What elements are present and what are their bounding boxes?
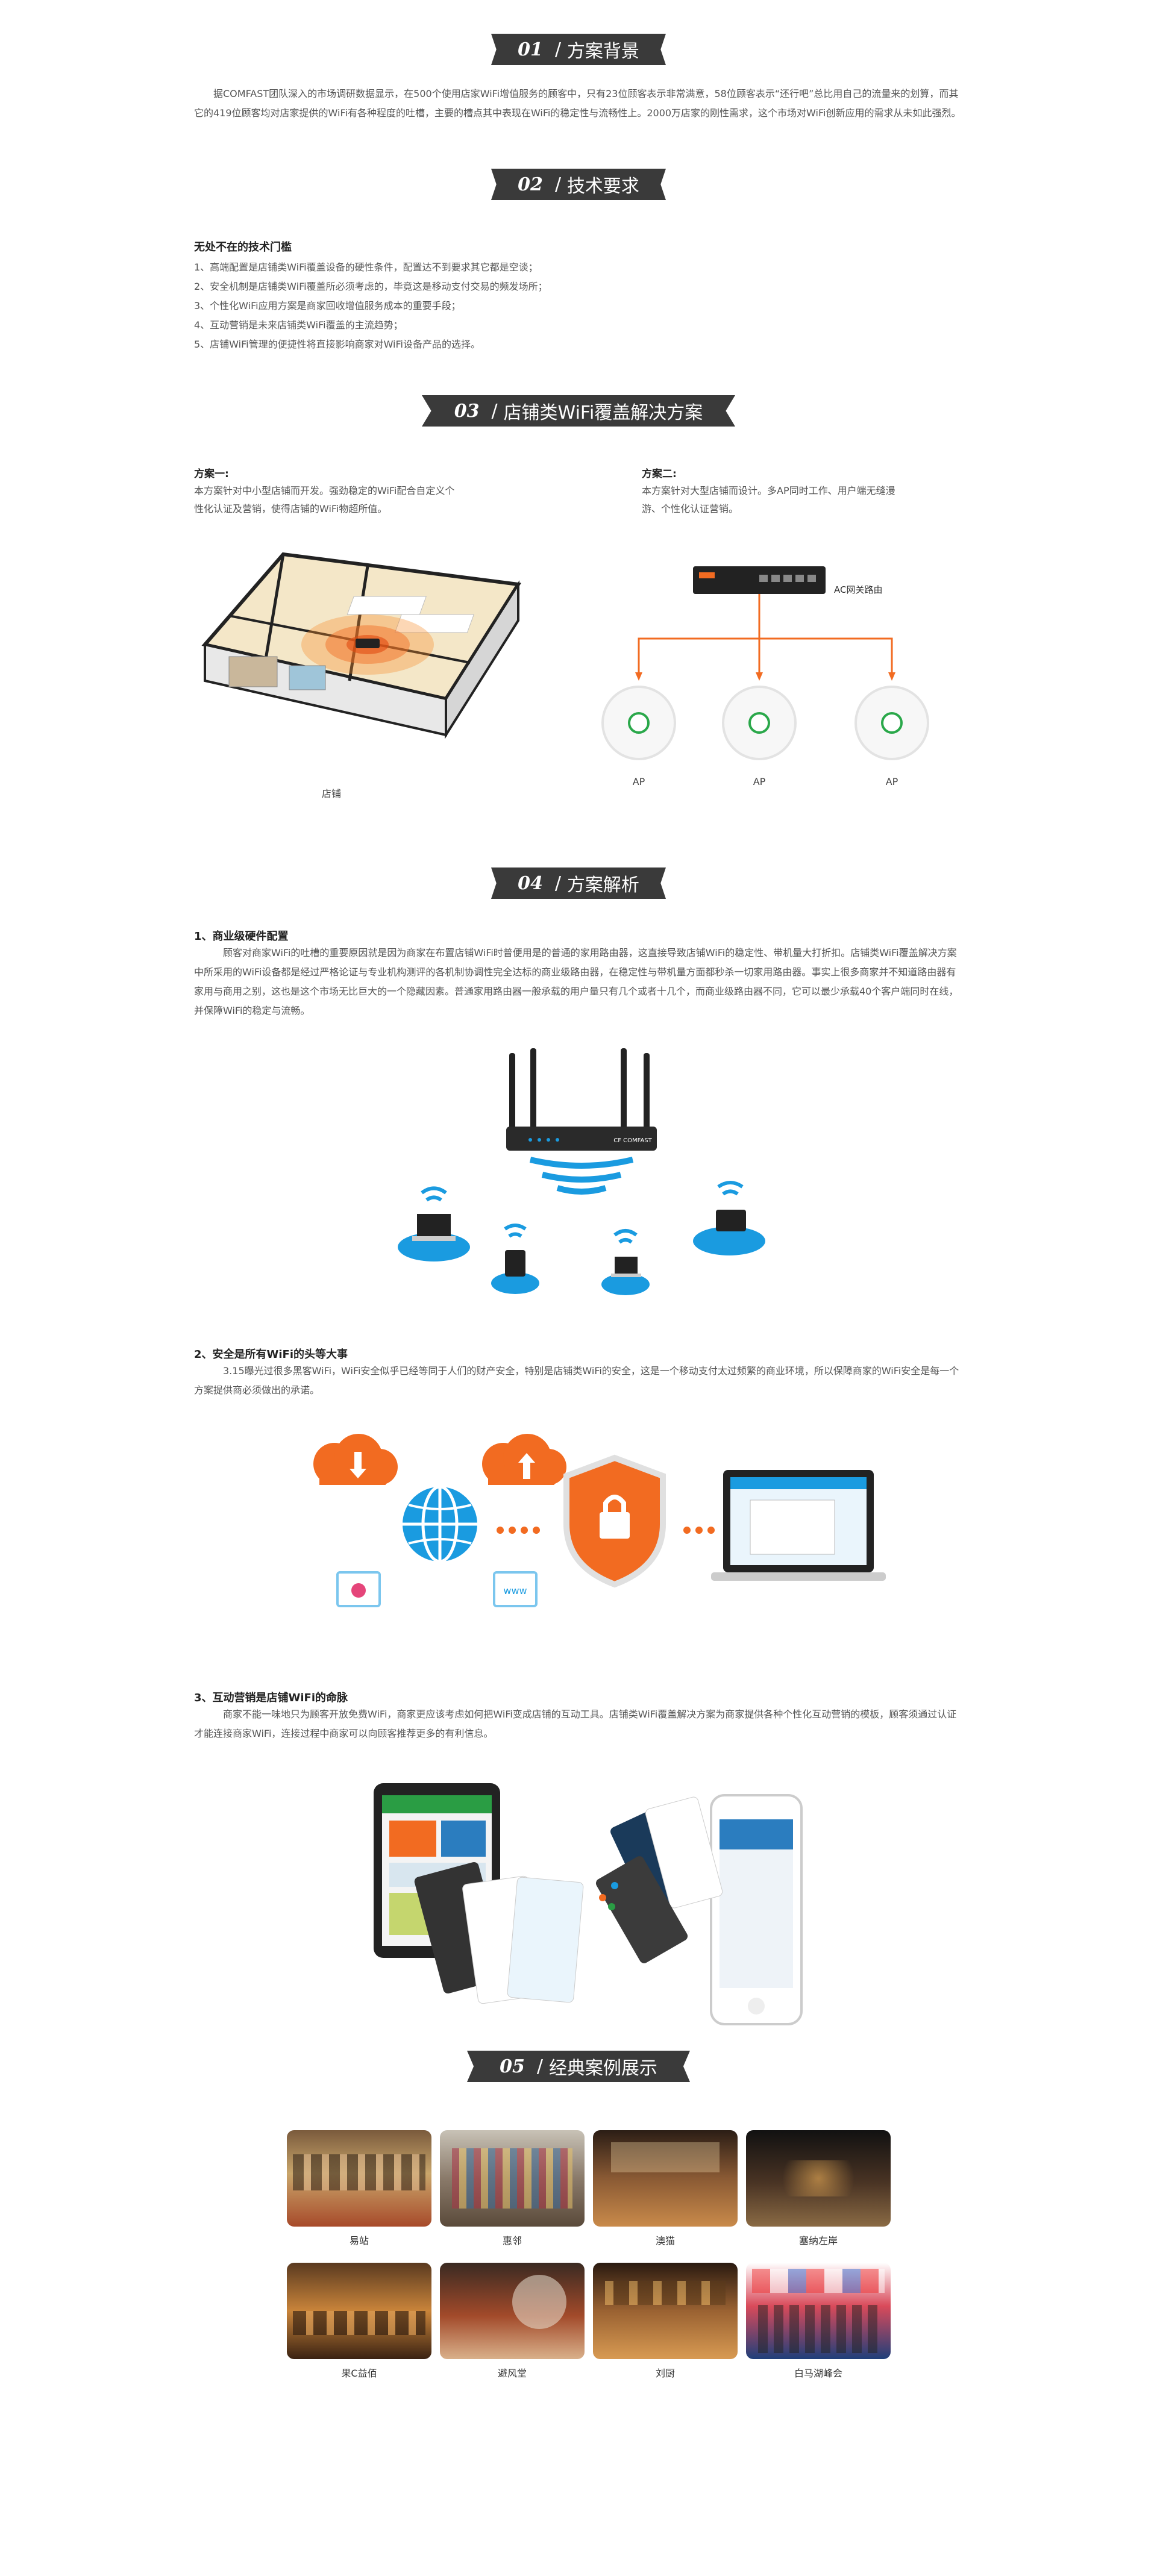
section-title: 经典案例展示 [548,2058,657,2079]
tech-heading: 无处不在的技术门槛 [194,241,292,254]
ap-label: AP [885,776,898,787]
globe-icon [403,1485,477,1563]
tech-list-item: 3、个性化WiFi应用方案是商家回收增值服务成本的重要手段； [194,300,461,311]
www-label: www [503,1585,527,1596]
marketing-devices-illustration [374,1783,803,2025]
analysis-text-3: 商家不能一味地只为顾客开放免费WiFi，商家更应该考虑如何把WiFi变成店铺的互… [194,1708,957,1739]
tech-list-item: 1、高端配置是店铺类WiFi覆盖设备的硬性条件，配置达不到要求其它都是空谈； [194,261,538,273]
section-title: 店铺类WiFi覆盖解决方案 [503,402,703,424]
analysis-text-1: 顾客对商家WiFi的吐槽的重要原因就是因为商家在布置店铺WiFi时普便用是的普通… [194,947,959,1016]
wifi-device-laptop [398,1186,470,1261]
tech-list: 1、高端配置是店铺类WiFi覆盖设备的硬性条件，配置达不到要求其它都是空谈； 2… [194,258,963,354]
analysis-heading-3: 3、互动营销是店铺WiFi的命脉 [194,1692,348,1704]
wifi-device-tablet [693,1181,765,1255]
case-photo[interactable] [440,2130,585,2227]
ap-device [722,686,797,760]
ap-device [854,686,929,760]
tech-list-item: 2、安全机制是店铺类WiFi覆盖所必须考虑的，毕竟这是移动支付交易的频发场所； [194,281,548,292]
analysis-text-2: 3.15曝光过很多黑客WiFi，WiFi安全似乎已经等同于人们的财产安全，特别是… [194,1365,959,1396]
ac-router-label: AC网关路由 [834,584,883,595]
phone-image [710,1794,803,2025]
section-banner-cases: 05/经典案例展示 [467,2051,690,2082]
section-banner-background: 01/方案背景 [491,34,666,65]
section-title: 技术要求 [566,176,639,197]
case-photo[interactable] [440,2263,585,2359]
case-label: 刘厨 [655,2368,675,2379]
plan-one-text: 本方案针对中小型店铺而开发。强劲稳定的WiFi配合自定义个性化认证及营销，使得店… [194,485,455,514]
section-number: 05 [500,2055,525,2077]
background-paragraph: 据COMFAST团队深入的市场调研数据显示，在500个使用店家WiFi增值服务的… [194,88,961,119]
ap-device [601,686,676,760]
router-devices-illustration: CF COMFAST [398,1048,765,1295]
wifi-device-tablet [491,1224,539,1294]
section-number: 03 [454,400,480,422]
ap-label: AP [632,776,645,787]
plan-one-title: 方案一: [194,468,229,480]
case-photo[interactable] [593,2130,738,2227]
case-label: 白马湖峰会 [794,2368,842,2379]
laptop-icon [711,1470,886,1581]
section-banner-tech: 02/技术要求 [491,169,666,200]
ap-label: AP [753,776,766,787]
phone-screen-cards [595,1796,723,1963]
case-label: 果C益佰 [341,2368,377,2379]
section-number: 04 [518,872,543,894]
video-window-icon [336,1571,381,1607]
wifi-device-laptop [601,1229,650,1295]
case-label: 惠邻 [502,2235,522,2246]
section-title: 方案背景 [566,41,639,62]
case-label: 澳猫 [655,2235,675,2246]
store-caption: 店铺 [321,788,341,799]
case-photo[interactable] [593,2263,738,2359]
case-photo[interactable] [746,2130,891,2227]
section-banner-analysis: 04/方案解析 [491,868,666,899]
section-number: 02 [518,174,543,195]
case-photo[interactable] [287,2130,431,2227]
tech-list-item: 4、互动营销是未来店铺类WiFi覆盖的主流趋势； [194,319,403,331]
case-label: 塞纳左岸 [798,2235,838,2246]
case-photo[interactable] [287,2263,431,2359]
security-illustration: www [313,1434,886,1607]
section-banner-solution: 03/店铺类WiFi覆盖解决方案 [422,395,735,427]
ap-topology-diagram [601,566,929,760]
plan-two-title: 方案二: [642,468,677,480]
analysis-heading-2: 2、安全是所有WiFi的头等大事 [194,1348,348,1361]
plan-two-text: 本方案针对大型店铺而设计。多AP同时工作、用户端无缝漫游、个性化认证营销。 [642,485,895,514]
section-title: 方案解析 [566,875,639,896]
cloud-download-icon [313,1434,398,1485]
case-photo[interactable] [746,2263,891,2359]
analysis-heading-1: 1、商业级硬件配置 [194,930,289,943]
section-number: 01 [518,39,543,60]
store-floorplan-illustration [201,552,522,739]
case-label: 避风堂 [497,2368,527,2379]
tech-list-item: 5、店铺WiFi管理的便捷性将直接影响商家对WiFi设备产品的选择。 [194,339,480,350]
lock-shield-icon [563,1454,666,1588]
web-window-icon: www [493,1571,538,1607]
case-label: 易站 [349,2235,369,2246]
router-brand: CF COMFAST [613,1137,652,1144]
marketing-template-cards [414,1862,584,2004]
cloud-upload-icon [482,1434,566,1485]
